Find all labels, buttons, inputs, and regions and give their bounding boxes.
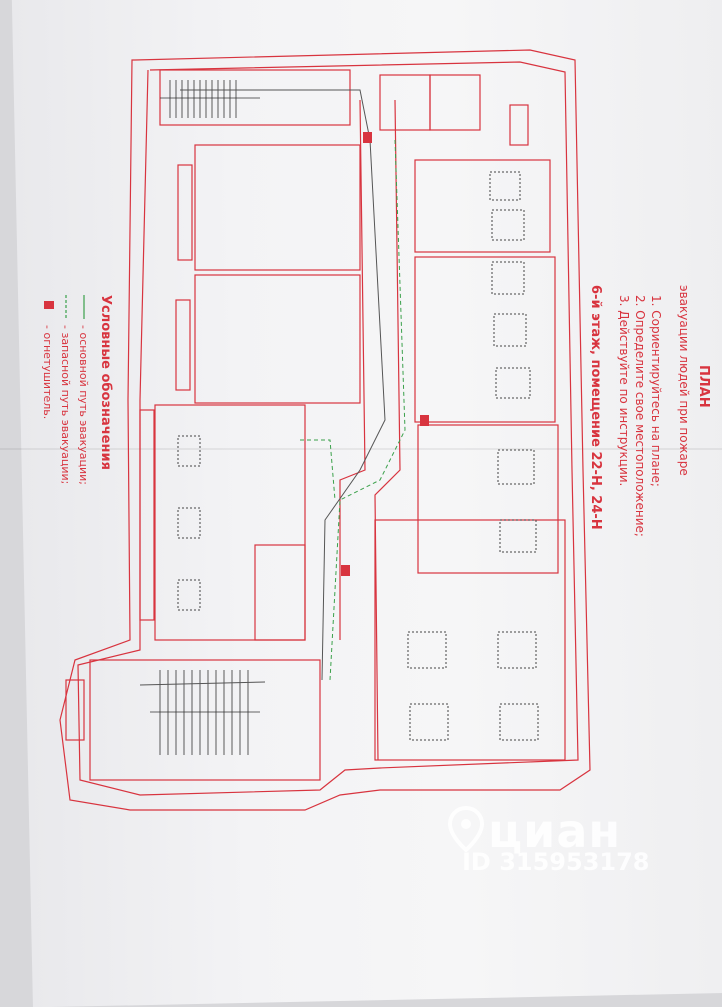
- main-evac-path: [139, 89, 386, 686]
- plan-step-3: 3. Действуйте по инструкции.: [617, 295, 631, 486]
- stairs-top: [160, 80, 260, 118]
- paper-fold: [0, 448, 722, 450]
- plan-subtitle: эвакуации людей при пожаре: [677, 285, 691, 476]
- watermark: циан ID 315953178: [440, 800, 670, 890]
- legend: Условные обозначения - основной путь эва…: [41, 295, 113, 485]
- watermark-id: ID 315953178: [462, 848, 650, 876]
- location-pin-icon: [448, 806, 484, 852]
- floor-plan: ПЛАН эвакуации людей при пожаре 1. Сорие…: [41, 49, 711, 811]
- legend-item-extinguisher: - огнетушитель.: [41, 325, 54, 419]
- extinguishers: [341, 132, 429, 576]
- extinguisher-icon: [420, 415, 429, 426]
- plan-header: ПЛАН эвакуации людей при пожаре 1. Сорие…: [588, 285, 711, 537]
- extinguisher-icon: [341, 565, 350, 576]
- extinguisher-icon: [44, 301, 54, 309]
- ceiling-panels: [177, 171, 539, 741]
- extinguisher-icon: [363, 132, 372, 143]
- watermark-brand: циан: [488, 804, 622, 858]
- reserve-evac-path: [300, 139, 406, 681]
- legend-item-reserve: - запасной путь эвакуации;: [59, 325, 72, 484]
- plan-floor: 6-й этаж, помещение 22-Н, 24-Н: [588, 285, 603, 530]
- plan-step-1: 1. Сориентируйтесь на плане;: [649, 295, 663, 487]
- building-walls: [59, 49, 591, 811]
- plan-title: ПЛАН: [696, 365, 711, 408]
- plan-step-2: 2. Определите свое местоположение;: [633, 295, 647, 537]
- legend-heading: Условные обозначения: [98, 295, 113, 470]
- legend-item-main: - основной путь эвакуации;: [77, 325, 90, 485]
